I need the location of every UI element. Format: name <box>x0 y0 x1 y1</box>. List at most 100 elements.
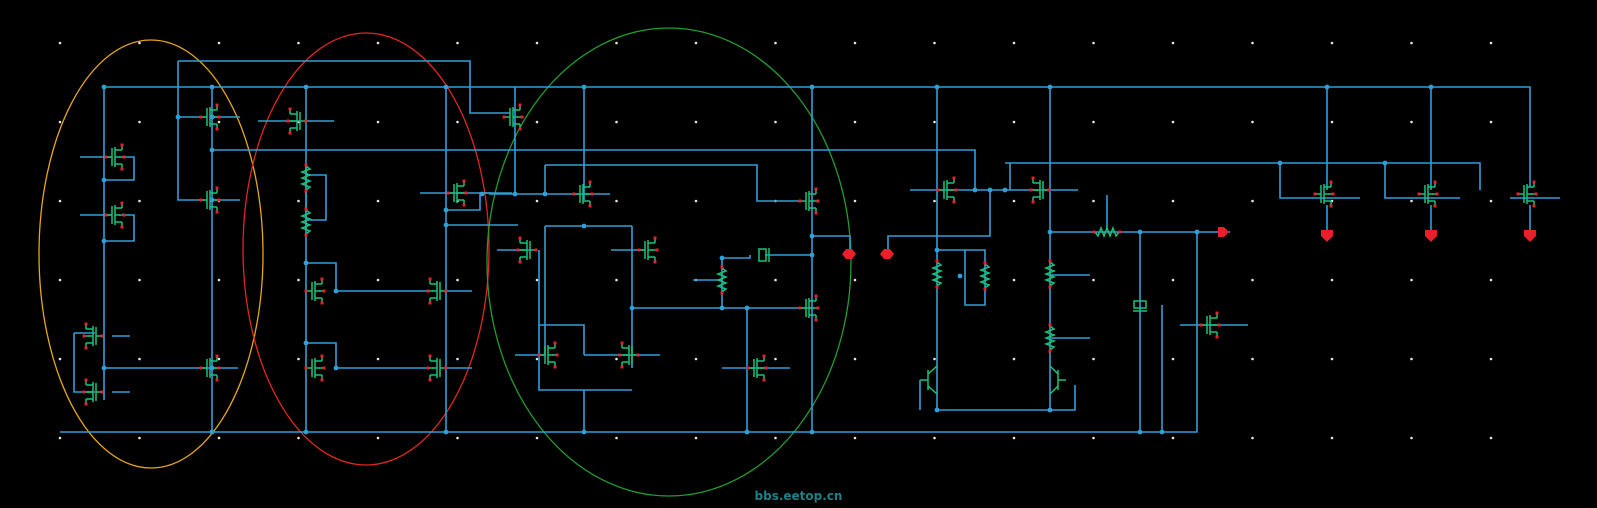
pin-marker <box>120 167 124 171</box>
pin-marker <box>1433 180 1437 184</box>
pin-marker <box>952 176 956 180</box>
ring-left <box>38 39 264 469</box>
grid-dot <box>58 357 62 361</box>
pin-marker <box>84 378 88 382</box>
mosfet-icon[interactable] <box>1419 182 1437 206</box>
mosfet-icon[interactable] <box>1518 182 1536 206</box>
junction-dot <box>629 305 635 311</box>
junction-dot <box>987 187 993 193</box>
grid-dot <box>456 357 459 361</box>
capacitor-icon <box>758 248 770 262</box>
resistor-icon[interactable] <box>715 267 729 293</box>
pin-marker <box>1029 188 1033 192</box>
mosfet-icon[interactable] <box>1031 178 1049 202</box>
junction-dot <box>443 222 449 228</box>
resistor-icon[interactable] <box>978 263 992 289</box>
grid-dot <box>615 436 618 440</box>
junction-dot <box>512 191 518 197</box>
mosfet-icon[interactable] <box>518 238 536 262</box>
pin-marker <box>553 365 557 369</box>
resistor-icon[interactable] <box>1043 261 1057 287</box>
resistor-icon[interactable] <box>1043 325 1057 351</box>
pin-marker <box>320 277 324 281</box>
pin-marker <box>288 131 292 135</box>
pin-marker <box>518 127 522 131</box>
pin-marker <box>288 107 292 111</box>
pin-marker <box>320 301 324 305</box>
junction-dot <box>934 84 940 90</box>
junction-dot <box>1382 160 1388 166</box>
pin-marker <box>199 115 203 119</box>
pin-port-icon[interactable] <box>880 249 894 259</box>
pin-marker <box>1417 192 1421 196</box>
pin-marker <box>798 199 802 203</box>
junction-dot <box>175 114 181 120</box>
pin-marker <box>304 233 308 237</box>
junction-dot <box>1047 407 1053 413</box>
grid-dot <box>456 436 459 440</box>
grid-dot <box>1330 120 1334 124</box>
junction-dot <box>744 305 750 311</box>
mosfet-icon[interactable] <box>639 238 657 262</box>
junction-dot <box>934 247 940 253</box>
grid-dot <box>933 357 936 361</box>
grid-dot <box>138 436 141 440</box>
pin-marker <box>444 289 448 293</box>
resistor-icon[interactable] <box>930 261 944 287</box>
grid-dot <box>1171 357 1175 361</box>
junction-dot <box>443 84 449 90</box>
pin-marker <box>320 354 324 358</box>
grid-dot <box>694 41 698 45</box>
pin-marker <box>122 213 126 217</box>
grid-dot <box>853 199 857 203</box>
mosfet-icon[interactable] <box>1315 182 1333 206</box>
pin-marker <box>215 127 219 131</box>
pin-marker <box>322 289 326 293</box>
grid-dot <box>376 278 380 282</box>
mosfet-icon[interactable] <box>84 324 102 348</box>
grid-dot <box>58 120 62 124</box>
resistor-icon[interactable] <box>299 209 313 235</box>
grid-dot <box>297 278 300 282</box>
pin-marker <box>537 353 541 357</box>
junction-dot <box>209 84 215 90</box>
mosfet-icon[interactable] <box>106 145 124 169</box>
grid-dot <box>694 436 698 440</box>
pin-marker <box>100 390 104 394</box>
pin-marker <box>555 353 559 357</box>
pin-marker <box>320 378 324 382</box>
output-arrow-icon[interactable] <box>1218 227 1229 237</box>
grid-dot <box>217 41 221 45</box>
junction-dot <box>1159 429 1165 435</box>
mosfet-icon[interactable] <box>938 178 956 202</box>
pin-port-icon[interactable] <box>842 249 856 259</box>
pin-marker <box>428 301 432 305</box>
grid-dot <box>615 278 618 282</box>
pin-marker <box>428 354 432 358</box>
pin-marker <box>764 366 768 370</box>
ring-middle <box>242 32 490 466</box>
mosfet-icon[interactable] <box>448 181 466 205</box>
pin-marker <box>215 103 219 107</box>
junction-dot <box>1137 229 1143 235</box>
grid-dot <box>1489 120 1493 124</box>
grid-dot <box>1012 41 1016 45</box>
mosfet-icon[interactable] <box>306 356 324 380</box>
output-arrow-icon[interactable] <box>1425 230 1437 242</box>
output-arrow-icon[interactable] <box>1524 230 1536 242</box>
grid-dot <box>853 120 857 124</box>
pin-marker <box>82 390 86 394</box>
pin-marker <box>816 306 820 310</box>
resistor-icon[interactable] <box>299 165 313 191</box>
resistor-icon[interactable] <box>1094 225 1120 239</box>
grid-dot <box>615 41 618 45</box>
mosfet-icon[interactable] <box>428 279 446 303</box>
grid-dot <box>933 120 936 124</box>
grid-dot <box>535 278 539 282</box>
grid-dot <box>58 278 62 282</box>
pin-marker <box>462 179 466 183</box>
pin-marker <box>1435 192 1439 196</box>
grid-dot <box>1092 357 1095 361</box>
output-arrow-icon[interactable] <box>1321 230 1333 242</box>
